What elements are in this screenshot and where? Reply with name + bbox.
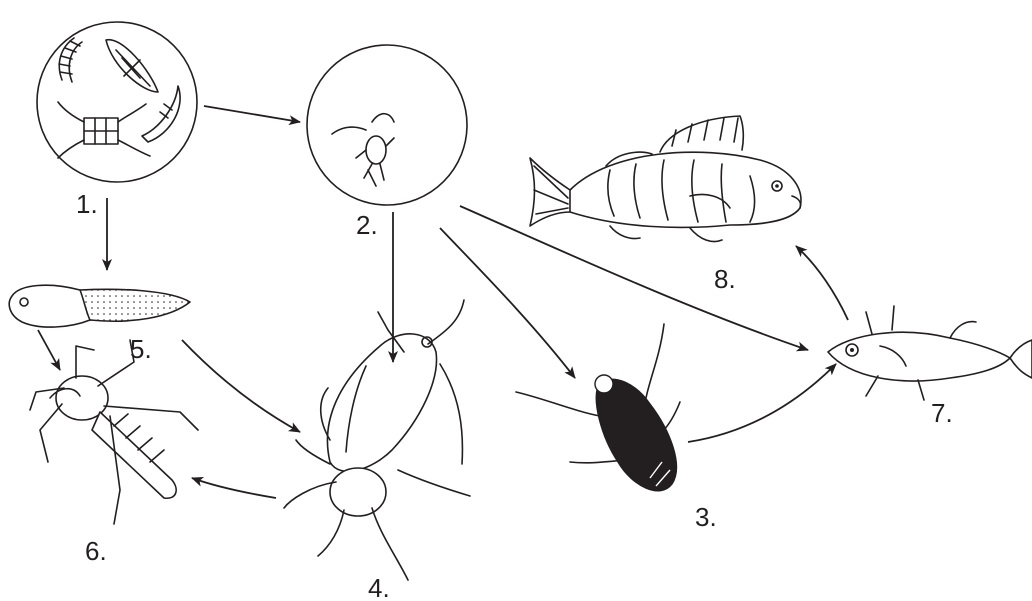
- organism-7-stickleback: [828, 306, 1032, 400]
- arrow-5-to-6: [38, 330, 60, 370]
- organism-1-phytoplankton: [37, 22, 197, 182]
- organism-2-zooplankton: [307, 45, 467, 205]
- arrow-5-to-4: [182, 340, 300, 432]
- label-7: 7.: [931, 400, 953, 426]
- arrow-1-to-2: [204, 106, 300, 122]
- label-6: 6.: [85, 538, 107, 564]
- label-2: 2.: [356, 212, 378, 238]
- organism-3-water-boatman: [516, 324, 680, 491]
- organism-4-water-beetle: [284, 300, 470, 580]
- arrow-3-to-7: [688, 364, 836, 442]
- label-5: 5.: [130, 336, 152, 362]
- organism-8-perch: [530, 116, 801, 242]
- arrow-4-to-6: [192, 478, 276, 498]
- arrow-7-to-8: [796, 246, 848, 320]
- organism-5-tadpole: [9, 285, 190, 327]
- label-1: 1.: [76, 191, 98, 217]
- arrow-2-to-7: [460, 206, 808, 350]
- label-4: 4.: [368, 575, 390, 601]
- label-3: 3.: [695, 504, 717, 530]
- label-8: 8.: [714, 266, 736, 292]
- organism-6-dragonfly-nymph: [30, 340, 198, 524]
- arrow-2-to-3: [440, 228, 575, 378]
